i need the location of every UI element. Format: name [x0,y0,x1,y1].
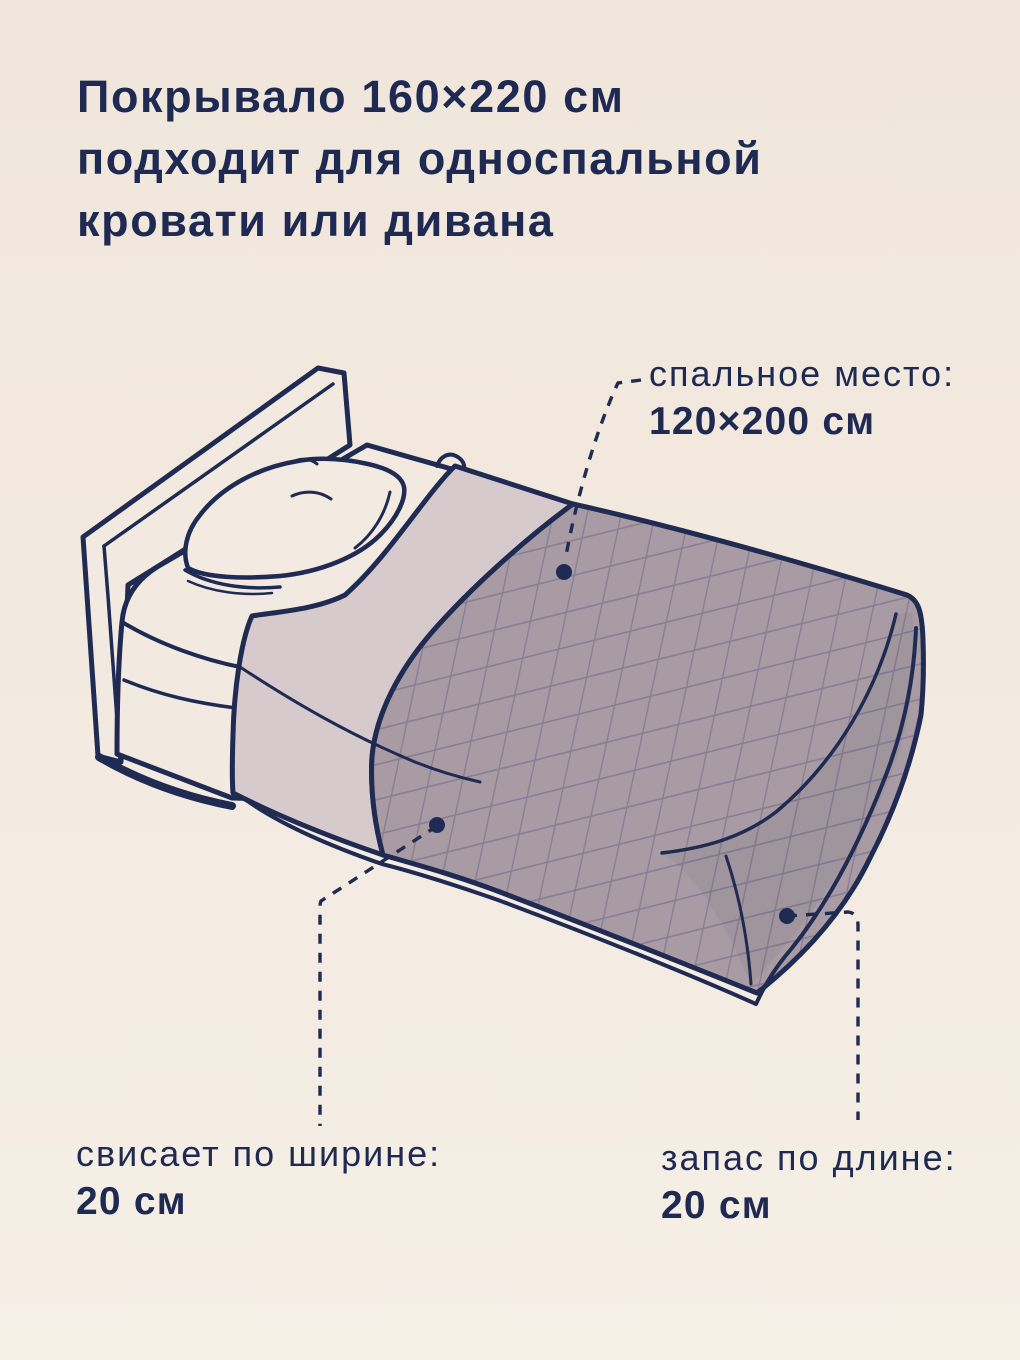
annotation-length-margin: запас по длине: 20 см [661,1136,957,1230]
pillow-top-flick [291,457,319,466]
quilt-foot-crease [660,612,898,855]
pillow-crease [290,490,333,501]
width-overhang-value: 20 см [76,1180,187,1223]
pillow-bottom-seam-2 [186,579,274,596]
headboard-inner-edge [102,382,335,548]
leader-sleeping-area [564,378,642,557]
leader-dot-length-margin [779,908,795,924]
title-line-3: кровати или дивана [77,195,555,246]
deck-crease-line [238,665,482,784]
quilt-foot-shading [662,612,914,984]
length-margin-label: запас по длине: [661,1137,957,1178]
pillow-bottom-seam [183,568,282,590]
length-margin-value: 20 см [661,1184,772,1227]
annotation-width-overhang: свисает по ширине: 20 см [76,1132,441,1226]
leader-dot-sleeping-area [556,564,572,580]
leader-dot-width-overhang [429,817,445,833]
bed-shadow [95,753,236,810]
sleeping-area-value: 120×200 см [649,400,876,443]
title-line-1: Покрывало 160×220 см [77,71,625,122]
annotation-sleeping-area: спальное место: 120×200 см [649,352,955,446]
quilt-pattern [369,501,926,996]
quilt-tip-crease [724,854,753,986]
width-overhang-label: свисает по ширине: [76,1133,442,1174]
pillow-side-crease [353,490,392,550]
deck-edge-line [120,620,242,669]
leader-width-overhang [318,824,438,1126]
leader-length-margin [786,910,860,1120]
bedspread-hem-edge-line [244,626,918,1006]
mattress-divider-line [122,678,238,710]
bedspread-notch [435,452,467,471]
page-title: Покрывало 160×220 см подходит для односп… [77,66,762,252]
title-line-2: подходит для односпальной [77,133,763,184]
sleeping-area-label: спальное место: [649,353,956,394]
pillow [183,456,407,580]
